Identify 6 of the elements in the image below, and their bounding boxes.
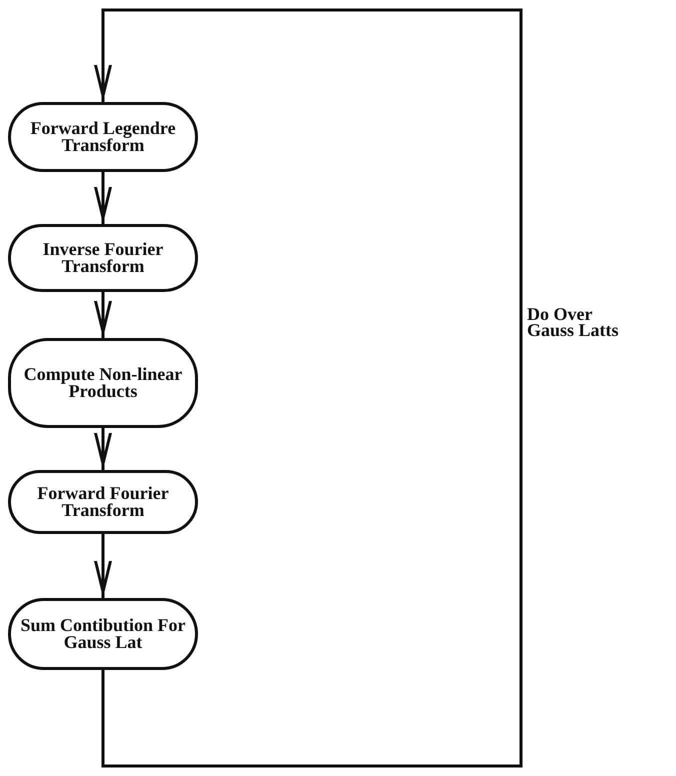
box-label: Compute Non-linear Products (22, 366, 184, 400)
box-label: Forward Legendre Transform (29, 120, 177, 154)
loop-label: Do Over Gauss Latts (527, 306, 620, 338)
box-label: Sum Contibution For Gauss Lat (19, 617, 187, 651)
box-label: Inverse Fourier Transform (42, 241, 164, 275)
box-label: Forward Fourier Transform (36, 485, 170, 519)
